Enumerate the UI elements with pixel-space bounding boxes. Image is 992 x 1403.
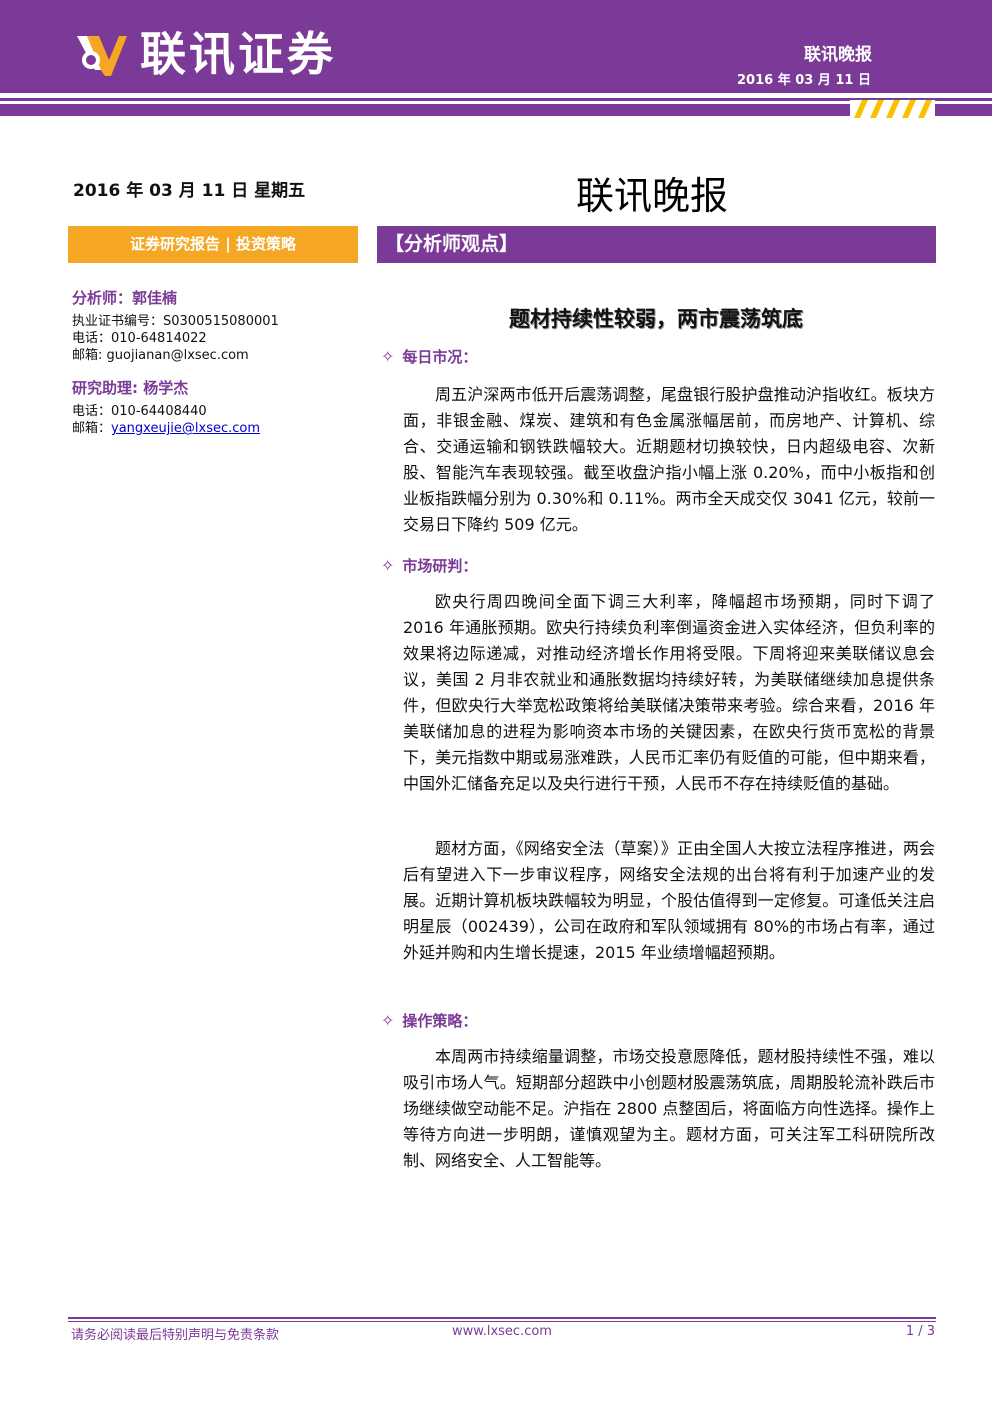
- brand-logo-text: 联讯证券: [140, 27, 336, 81]
- assistant-name: 研究助理: 杨学杰: [72, 379, 189, 397]
- assistant-email-link[interactable]: yangxeujie@lxsec.com: [111, 421, 261, 436]
- footer-page-number: 1 / 3: [905, 1324, 935, 1339]
- diamond-icon: ✧: [381, 556, 395, 575]
- section-banner: 【分析师观点】: [377, 226, 936, 263]
- header-report-name: 联讯晚报: [804, 45, 872, 65]
- section-banner-label: 【分析师观点】: [385, 233, 519, 255]
- paragraph: 题材方面，《网络安全法（草案）》正由全国人大按立法程序推进，两会后有望进入下一步…: [403, 839, 935, 962]
- paragraph: 本周两市持续缩量调整，市场交投意愿降低，题材股持续性不强，难以吸引市场人气。短期…: [403, 1047, 935, 1170]
- assistant-email-label: 邮箱：: [72, 421, 112, 436]
- paragraph: 欧央行周四晚间全面下调三大利率，降幅超市场预期，同时下调了 2016 年通胀预期…: [403, 592, 935, 793]
- footer-website-link[interactable]: www.lxsec.com: [452, 1324, 552, 1339]
- assistant-info: 研究助理: 杨学杰 电话：010-64408440 邮箱：yangxeujie@…: [72, 380, 260, 437]
- analyst-phone: 电话：010-64814022: [72, 331, 207, 346]
- category-label: 证券研究报告 | 投资策略: [130, 235, 296, 253]
- section-heading-strategy: ✧ 操作策略：: [381, 1010, 477, 1031]
- report-big-title: 联讯晚报: [576, 174, 729, 218]
- logo-icon: [73, 30, 129, 80]
- footer-divider: [68, 1317, 936, 1319]
- diamond-icon: ✧: [381, 347, 395, 366]
- report-date-weekday: 2016 年 03 月 11 日 星期五: [73, 181, 306, 201]
- decorative-stripes: [850, 100, 935, 118]
- section-heading-label: 操作策略：: [402, 1012, 478, 1030]
- assistant-phone: 电话：010-64408440: [72, 404, 207, 419]
- paragraph: 周五沪深两市低开后震荡调整，尾盘银行股护盘推动沪指收红。板块方面，非银金融、煤炭…: [403, 385, 935, 534]
- header-stripe-band: [0, 104, 992, 116]
- header-date: 2016 年 03 月 11 日: [737, 73, 871, 88]
- header-divider: [0, 98, 992, 101]
- header-band: [0, 0, 992, 93]
- analyst-cert: 执业证书编号：S0300515080001: [72, 314, 279, 329]
- section-heading-analysis: ✧ 市场研判：: [381, 555, 477, 576]
- diamond-icon: ✧: [381, 1011, 395, 1030]
- footer-divider-thin: [68, 1321, 936, 1322]
- analyst-email: 邮箱: guojianan@lxsec.com: [72, 348, 249, 363]
- article-title: 题材持续性较弱，两市震荡筑底: [509, 307, 803, 331]
- footer-disclaimer: 请务必阅读最后特别声明与免责条款: [71, 1328, 280, 1343]
- analyst-info: 分析师：郭佳楠 执业证书编号：S0300515080001 电话：010-648…: [72, 290, 279, 364]
- section-heading-label: 市场研判：: [402, 557, 478, 575]
- section-heading-label: 每日市况：: [402, 348, 478, 366]
- section-heading-daily: ✧ 每日市况：: [381, 346, 477, 367]
- assistant-email-row: 邮箱：yangxeujie@lxsec.com: [72, 420, 260, 437]
- analyst-name: 分析师：郭佳楠: [72, 289, 178, 307]
- category-bar: 证券研究报告 | 投资策略: [68, 226, 358, 263]
